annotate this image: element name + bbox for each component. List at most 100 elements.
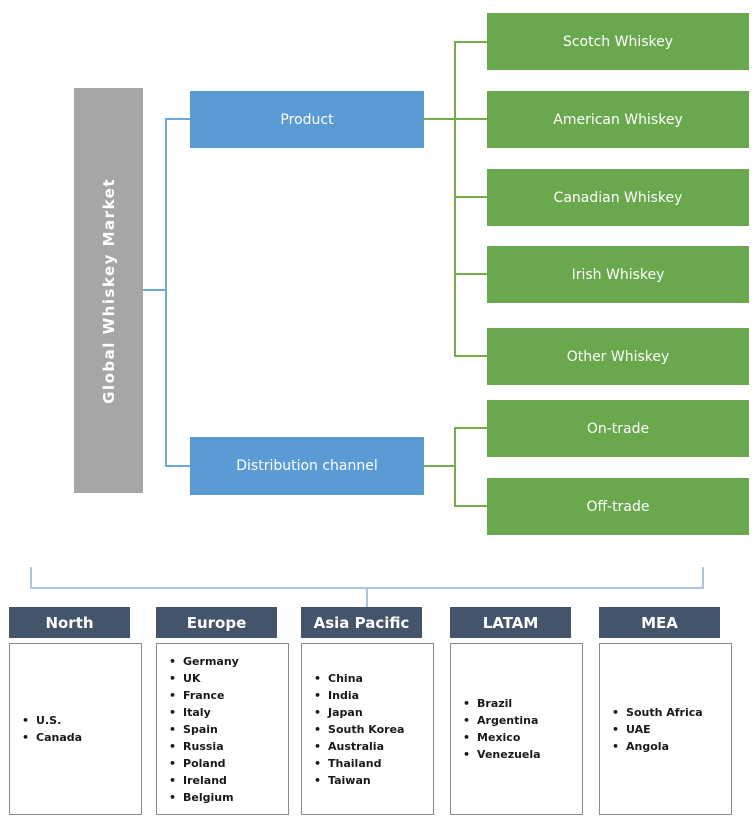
country-label: UK <box>183 671 201 685</box>
country-label: Belgium <box>183 790 234 804</box>
region-card-latam: LATAM • Brazil • Argentina •Mexico • Venezuela <box>450 607 583 815</box>
bullet-icon: • <box>314 688 322 702</box>
country-label: Thailand <box>328 756 382 770</box>
list-item: • Ireland <box>169 772 288 789</box>
bullet-icon: • <box>22 714 30 727</box>
bracket-line <box>366 587 368 608</box>
country-label: UAE <box>626 722 651 736</box>
country-label: South Korea <box>328 722 405 736</box>
country-label: Ireland <box>183 773 227 787</box>
list-item: • Argentina <box>463 712 582 729</box>
list-item: • Germany <box>169 653 288 670</box>
leaf-label: On-trade <box>586 420 650 437</box>
bullet-icon: • <box>22 731 30 744</box>
connector-line <box>424 465 456 467</box>
region-title: Asia Pacific <box>313 613 410 632</box>
list-item: •China <box>314 670 433 687</box>
country-label: Italy <box>183 705 211 719</box>
leaf-american-whiskey-box: American Whiskey <box>487 91 749 148</box>
connector-line <box>454 355 488 357</box>
region-header: North <box>9 607 130 638</box>
bullet-icon: • <box>314 671 322 685</box>
country-label: U.S. <box>36 714 62 727</box>
list-item: • UAE <box>612 721 731 738</box>
bullet-icon: • <box>169 705 177 719</box>
leaf-irish-whiskey-box: Irish Whiskey <box>487 246 749 303</box>
leaf-label: Other Whiskey <box>566 348 670 365</box>
leaf-canadian-whiskey-box: Canadian Whiskey <box>487 169 749 226</box>
bullet-icon: • <box>169 773 177 787</box>
region-card-europe: Europe •Germany•UK•France•Italy•Spain•Ru… <box>156 607 289 815</box>
list-item: •Angola <box>612 738 731 755</box>
list-item: • U.S. <box>22 712 141 729</box>
bullet-icon: • <box>612 705 620 719</box>
branch-product-box: Product <box>190 91 424 148</box>
list-item: • Australia <box>314 738 433 755</box>
country-label: Japan <box>328 705 363 719</box>
connector-line <box>454 273 488 275</box>
country-label: Venezuela <box>477 748 541 761</box>
list-item: •Mexico <box>463 729 582 746</box>
bracket-line <box>702 567 704 589</box>
bullet-icon: • <box>612 722 620 736</box>
list-item: • South Africa <box>612 704 731 721</box>
connector-line <box>167 465 190 467</box>
bullet-icon: • <box>169 739 177 753</box>
country-label: Argentina <box>477 714 539 727</box>
list-item: • UK <box>169 670 288 687</box>
country-label: South Africa <box>626 705 703 719</box>
bullet-icon: • <box>463 748 471 761</box>
bullet-icon: • <box>169 756 177 770</box>
connector-line <box>454 427 456 507</box>
region-country-list: • South Africa • UAE •Angola <box>599 643 732 815</box>
region-title: MEA <box>641 613 678 632</box>
country-label: Germany <box>183 654 239 668</box>
region-card-north: North • U.S. • Canada <box>9 607 142 815</box>
country-label: Mexico <box>477 731 521 744</box>
branch-product-label: Product <box>280 111 334 128</box>
region-country-list: • U.S. • Canada <box>9 643 142 815</box>
connector-line <box>454 196 488 198</box>
connector-line <box>167 118 190 120</box>
region-header: Asia Pacific <box>301 607 422 638</box>
country-label: Canada <box>36 731 83 744</box>
leaf-other-whiskey-box: Other Whiskey <box>487 328 749 385</box>
bullet-icon: • <box>314 739 322 753</box>
leaf-label: Off-trade <box>586 498 650 515</box>
country-label: Russia <box>183 739 224 753</box>
list-item: • Italy <box>169 704 288 721</box>
leaf-label: American Whiskey <box>553 111 683 128</box>
leaf-label: Canadian Whiskey <box>553 189 683 206</box>
bullet-icon: • <box>169 671 177 685</box>
region-header: MEA <box>599 607 720 638</box>
list-item: • Russia <box>169 738 288 755</box>
leaf-label: Scotch Whiskey <box>562 33 674 50</box>
bullet-icon: • <box>463 697 471 710</box>
bullet-icon: • <box>463 714 471 727</box>
bullet-icon: • <box>169 688 177 702</box>
connector-line <box>454 41 488 43</box>
bullet-icon: • <box>314 773 322 787</box>
connector-line <box>165 118 167 467</box>
bullet-icon: • <box>169 654 177 668</box>
country-label: India <box>328 688 360 702</box>
list-item: • Brazil <box>463 695 582 712</box>
leaf-label: Irish Whiskey <box>571 266 665 283</box>
list-item: • Canada <box>22 729 141 746</box>
country-label: Brazil <box>477 697 513 710</box>
country-label: Australia <box>328 739 384 753</box>
list-item: •Taiwan <box>314 772 433 789</box>
bullet-icon: • <box>314 722 322 736</box>
country-label: Spain <box>183 722 218 736</box>
list-item: • South Korea <box>314 721 433 738</box>
region-title: Europe <box>186 613 247 632</box>
country-label: Poland <box>183 756 226 770</box>
bullet-icon: • <box>314 756 322 770</box>
region-country-list: • Brazil • Argentina •Mexico • Venezuela <box>450 643 583 815</box>
bullet-icon: • <box>169 790 177 804</box>
list-item: • Venezuela <box>463 746 582 763</box>
branch-distribution-channel-label: Distribution channel <box>236 458 378 474</box>
region-title: LATAM <box>482 613 539 632</box>
leaf-off-trade-box: Off-trade <box>487 478 749 535</box>
